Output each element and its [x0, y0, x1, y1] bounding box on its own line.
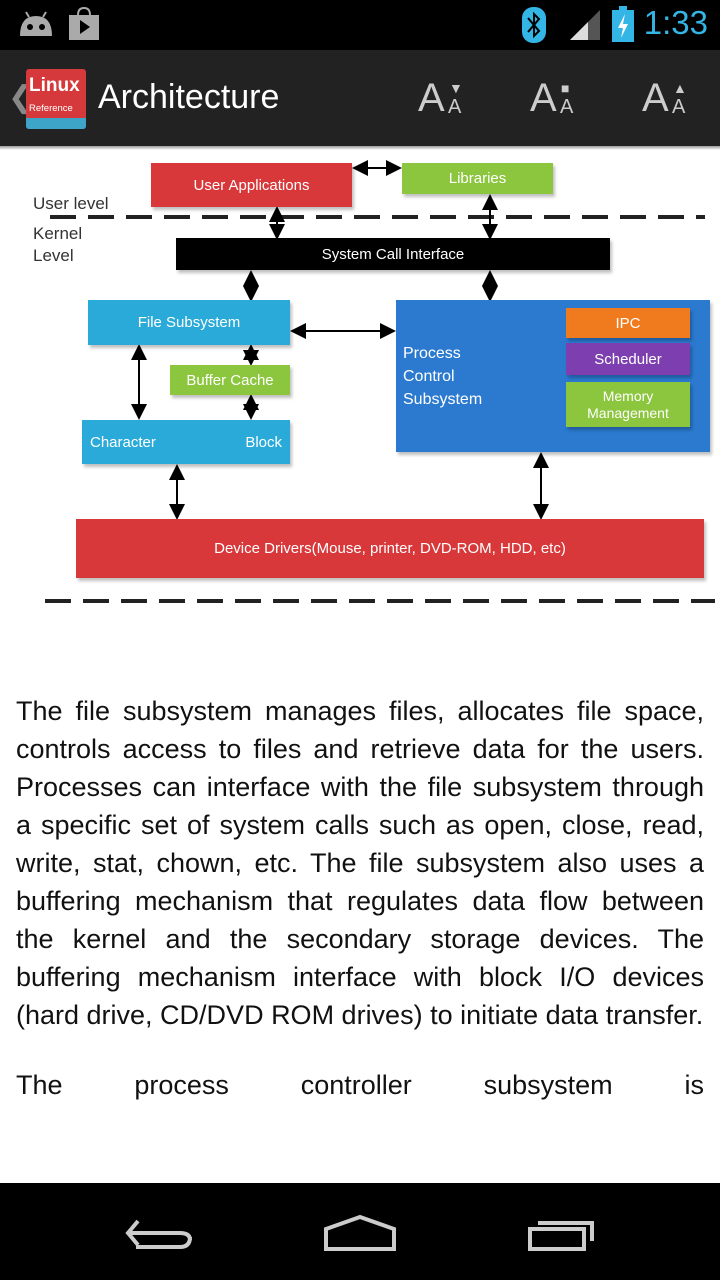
font-icon-small: A — [560, 96, 574, 118]
back-icon[interactable] — [122, 1213, 196, 1253]
architecture-diagram: User level Kernel Level User Application… — [0, 150, 720, 640]
paragraph: The file subsystem manages files, alloca… — [16, 696, 704, 1030]
increase-font-button[interactable]: A ▲ A — [642, 76, 702, 122]
decrease-font-button[interactable]: A ▼ A — [418, 76, 478, 122]
user-applications-box: User Applications — [151, 163, 352, 207]
font-icon-big: A — [418, 76, 445, 120]
process-control-label: Process Control Subsystem — [403, 344, 483, 408]
font-icon-big: A — [530, 76, 557, 120]
scheduler-box: Scheduler — [566, 343, 690, 375]
page-title: Architecture — [98, 78, 280, 116]
article-body: The file subsystem manages files, alloca… — [16, 692, 704, 1136]
font-icon-small: A — [672, 96, 686, 118]
font-icon-big: A — [642, 76, 669, 120]
logo-subtext: Reference — [29, 103, 73, 114]
home-icon[interactable] — [322, 1213, 398, 1253]
status-bar: 1:33 — [0, 0, 720, 50]
character-label: Character — [90, 433, 156, 451]
system-call-interface-box: System Call Interface — [176, 238, 610, 270]
device-drivers-box: Device Drivers(Mouse, printer, DVD-ROM, … — [76, 519, 704, 578]
recent-apps-icon[interactable] — [526, 1213, 598, 1253]
user-level-label: User level — [33, 194, 109, 213]
android-debug-icon — [20, 11, 52, 36]
file-subsystem-box: File Subsystem — [88, 300, 290, 345]
app-logo: Linux Reference — [26, 69, 86, 129]
bluetooth-icon — [522, 7, 546, 43]
battery-charging-icon — [612, 6, 634, 42]
block-label: Block — [245, 433, 282, 451]
triangle-up-icon: ▲ — [673, 80, 687, 96]
character-block-box: Character Block — [82, 420, 290, 464]
kernel-label: Kernel — [33, 224, 83, 243]
triangle-down-icon: ▼ — [449, 80, 463, 96]
square-icon: ■ — [561, 80, 570, 96]
paragraph: The process controller subsystem is — [16, 1070, 704, 1100]
libraries-box: Libraries — [402, 163, 553, 194]
level-label: Level — [33, 246, 74, 265]
diagram-connectors — [45, 160, 715, 603]
clock: 1:33 — [643, 4, 708, 41]
ipc-box: IPC — [566, 308, 690, 338]
play-store-icon — [69, 6, 99, 40]
buffer-cache-box: Buffer Cache — [170, 365, 290, 395]
signal-icon — [570, 10, 600, 40]
memory-management-box: Memory Management — [566, 382, 690, 427]
font-icon-small: A — [448, 96, 462, 118]
action-bar: ❮ Linux Reference Architecture A ▼ A A ■… — [0, 50, 720, 150]
reset-font-button[interactable]: A ■ A — [530, 76, 590, 122]
navigation-bar — [0, 1183, 720, 1280]
logo-text: Linux — [29, 75, 80, 96]
